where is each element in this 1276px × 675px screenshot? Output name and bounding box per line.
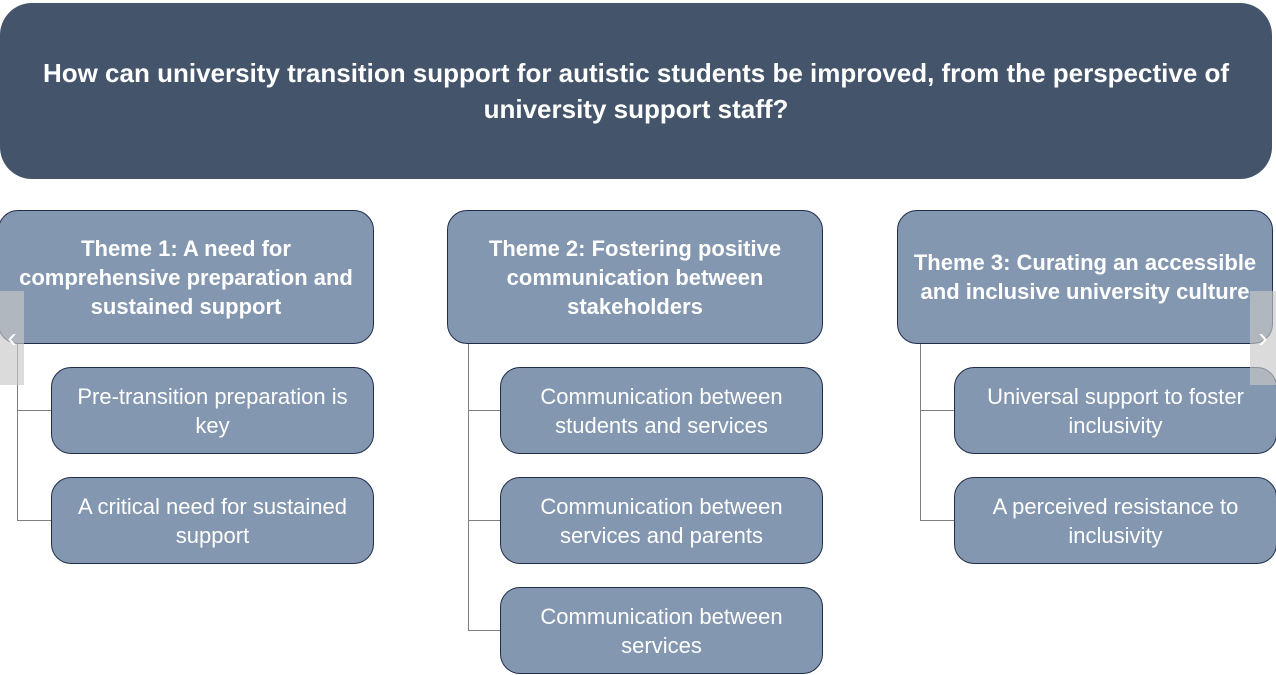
theme-3-title: Theme 3: Curating an accessible and incl… bbox=[913, 250, 1257, 304]
connector-line bbox=[17, 410, 51, 411]
connector-line bbox=[468, 344, 469, 631]
subtheme-label: Communication between students and servi… bbox=[540, 383, 783, 438]
subtheme-label: A critical need for sustained support bbox=[77, 493, 348, 548]
previous-slide-button[interactable]: ‹ bbox=[0, 291, 24, 385]
subtheme-label: Pre-transition preparation is key bbox=[77, 383, 348, 438]
next-slide-button[interactable]: › bbox=[1250, 291, 1276, 385]
connector-line bbox=[17, 344, 18, 521]
subtheme-box: A critical need for sustained support bbox=[51, 477, 374, 564]
connector-line bbox=[468, 630, 500, 631]
subtheme-label: Universal support to foster inclusivity bbox=[987, 383, 1244, 438]
subtheme-box: Communication between students and servi… bbox=[500, 367, 823, 454]
chevron-right-icon: › bbox=[1258, 322, 1268, 353]
theme-2-box: Theme 2: Fostering positive communicatio… bbox=[447, 210, 823, 344]
subtheme-box: Universal support to foster inclusivity bbox=[954, 367, 1276, 454]
theme-2-title: Theme 2: Fostering positive communicatio… bbox=[488, 235, 782, 319]
research-question-header: How can university transition support fo… bbox=[0, 3, 1272, 179]
theme-3-box: Theme 3: Curating an accessible and incl… bbox=[897, 210, 1273, 344]
subtheme-label: A perceived resistance to inclusivity bbox=[992, 493, 1239, 548]
connector-line bbox=[920, 520, 954, 521]
connector-line bbox=[468, 410, 500, 411]
subtheme-box: Pre-transition preparation is key bbox=[51, 367, 374, 454]
theme-1-box: Theme 1: A need for comprehensive prepar… bbox=[0, 210, 374, 344]
subtheme-box: Communication between services and paren… bbox=[500, 477, 823, 564]
research-question: How can university transition support fo… bbox=[42, 58, 1230, 124]
subtheme-box: A perceived resistance to inclusivity bbox=[954, 477, 1276, 564]
connector-line bbox=[920, 410, 954, 411]
connector-line bbox=[468, 520, 500, 521]
subtheme-box: Communication between services bbox=[500, 587, 823, 674]
connector-line bbox=[17, 520, 51, 521]
connector-line bbox=[920, 344, 921, 521]
chevron-left-icon: ‹ bbox=[7, 322, 17, 353]
subtheme-label: Communication between services and paren… bbox=[540, 493, 783, 548]
theme-1-title: Theme 1: A need for comprehensive prepar… bbox=[19, 235, 353, 319]
subtheme-label: Communication between services bbox=[540, 603, 783, 658]
